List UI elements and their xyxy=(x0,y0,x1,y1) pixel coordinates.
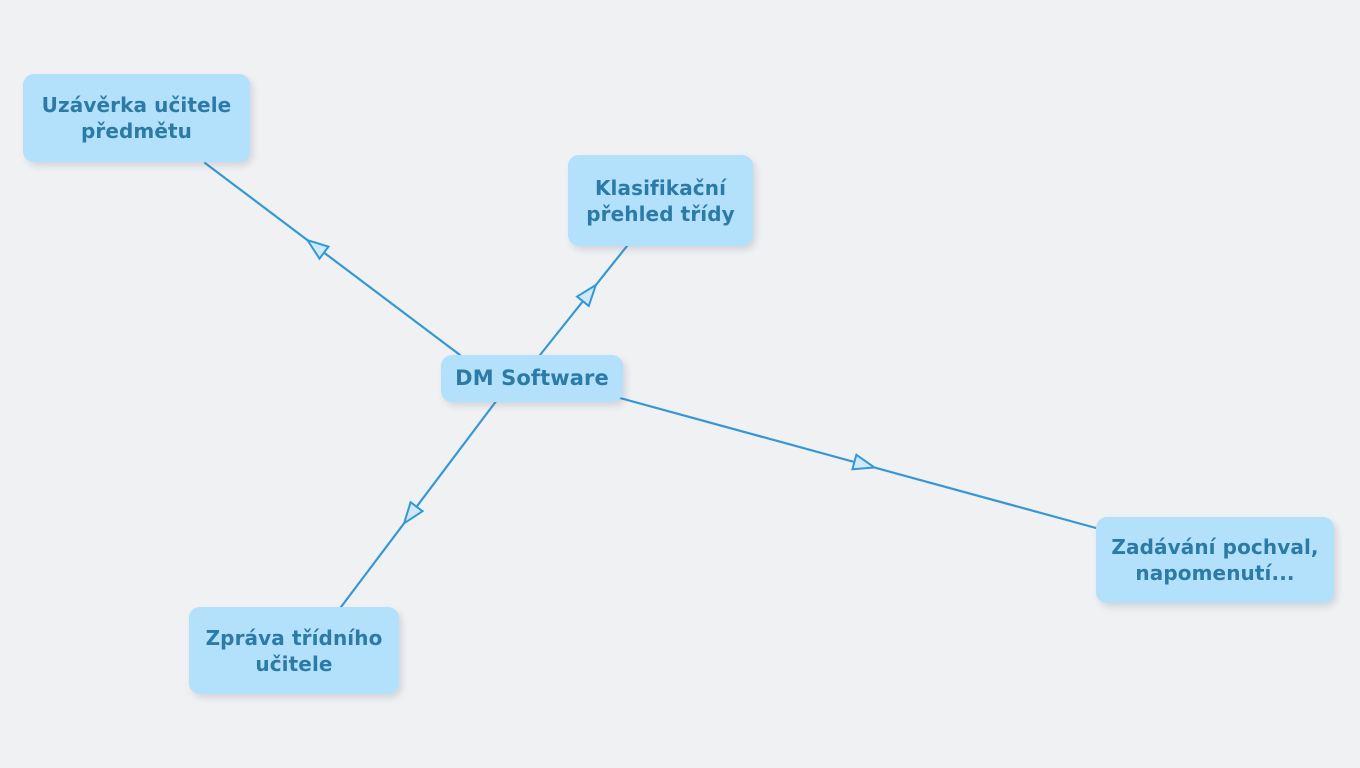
edge-line-edge-zprava xyxy=(339,398,499,609)
arrowhead-edge-zadavani xyxy=(851,453,878,471)
arrowhead-edge-zprava xyxy=(402,500,425,526)
node-dm-software-center[interactable]: DM Software xyxy=(441,355,623,402)
edge-line-edge-uzaverka xyxy=(203,161,462,357)
node-klasifikacni-prehled-tridy[interactable]: Klasifikační přehled třídy xyxy=(568,155,753,246)
node-uzaverka-ucitele-predmetu[interactable]: Uzávěrka učitele předmětu xyxy=(23,74,250,162)
arrowhead-edge-uzaverka xyxy=(305,238,331,261)
node-zadavani-pochval-napomenuti[interactable]: Zadávání pochval, napomenutí... xyxy=(1096,517,1334,603)
node-zprava-tridniho-ucitele[interactable]: Zpráva třídního učitele xyxy=(189,607,399,694)
arrowhead-edge-klasifikacni xyxy=(575,282,598,308)
